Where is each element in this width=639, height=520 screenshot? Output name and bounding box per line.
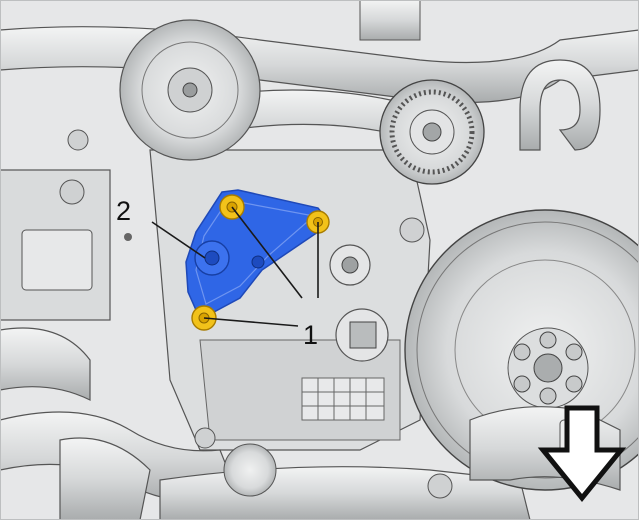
tensioner-pulley: [379, 79, 485, 185]
left-hose: [0, 327, 91, 401]
down-arrow-icon: [537, 405, 627, 502]
block-rivet: [124, 233, 132, 241]
leader-line-bracket: [151, 221, 206, 259]
leader-line-bolt-bottom: [203, 317, 299, 327]
callout-label-2: 2: [116, 196, 131, 226]
block-bolt-bottom: [194, 427, 216, 449]
loop-pipe: [519, 59, 601, 151]
callout-label-1: 1: [303, 320, 318, 350]
block-bolt-right: [399, 217, 425, 243]
block-bore-middle-square: [349, 321, 377, 349]
leader-lines: [151, 206, 319, 327]
left-connector: [21, 229, 93, 291]
block-bore-upper-center: [341, 256, 359, 274]
blue-bracket: [185, 189, 327, 313]
vertical-pipe-top: [359, 0, 421, 41]
alternator: [119, 19, 261, 161]
lower-hose-stub: [59, 437, 151, 520]
left-bolt-upper: [67, 129, 89, 151]
left-bolt-top: [59, 179, 85, 205]
leader-line-bolt-top-left: [231, 206, 303, 299]
lower-bolt: [427, 473, 453, 499]
vent-grid: [301, 377, 385, 421]
lower-pulley: [223, 443, 277, 497]
